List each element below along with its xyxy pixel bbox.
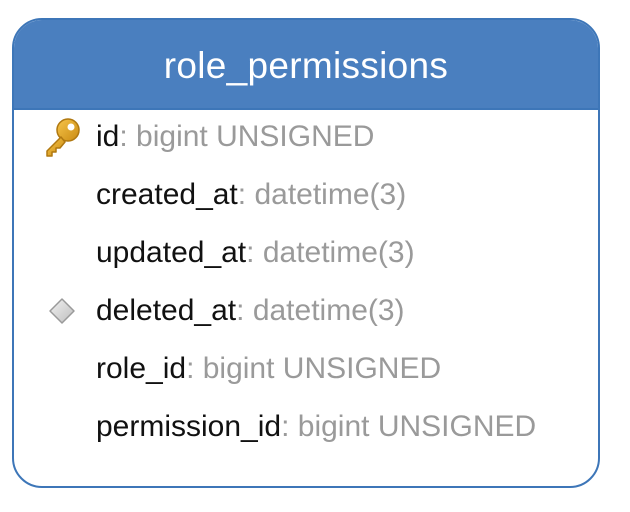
table-header[interactable]: role_permissions [14, 20, 598, 110]
field-role-id: role_id: bigint UNSIGNED [96, 352, 441, 386]
field-row-created-at[interactable]: created_at: datetime(3) [14, 166, 598, 224]
field-name: created_at [96, 178, 238, 211]
field-separator: : [186, 352, 203, 385]
field-separator: : [119, 120, 137, 153]
field-type: datetime(3) [262, 236, 415, 269]
field-updated-at: updated_at: datetime(3) [96, 236, 415, 270]
field-type: datetime(3) [254, 178, 407, 211]
field-name: deleted_at [96, 294, 237, 327]
field-created-at: created_at: datetime(3) [96, 178, 406, 212]
field-name: role_id [96, 352, 187, 385]
entity-table[interactable]: role_permissions id: bigint UNSIGNED cre… [12, 18, 600, 488]
field-id: id: bigint UNSIGNED [96, 120, 374, 154]
field-separator: : [237, 178, 255, 211]
field-permission-id: permission_id: bigint UNSIGNED [96, 410, 536, 444]
field-type: bigint UNSIGNED [202, 352, 442, 385]
field-separator: : [246, 236, 263, 269]
diamond-icon [38, 282, 86, 340]
field-type: bigint UNSIGNED [136, 120, 375, 153]
table-title: role_permissions [163, 45, 449, 86]
field-row-deleted-at[interactable]: deleted_at: datetime(3) [14, 282, 598, 340]
field-row-id[interactable]: id: bigint UNSIGNED [14, 108, 598, 166]
field-row-permission-id[interactable]: permission_id: bigint UNSIGNED [14, 398, 598, 456]
key-icon [38, 108, 86, 166]
field-separator: : [236, 294, 253, 327]
field-type: bigint UNSIGNED [297, 410, 537, 443]
field-type: datetime(3) [252, 294, 405, 327]
field-row-role-id[interactable]: role_id: bigint UNSIGNED [14, 340, 598, 398]
field-name: permission_id [96, 410, 282, 443]
field-separator: : [281, 410, 298, 443]
field-name: updated_at [96, 236, 247, 269]
field-row-updated-at[interactable]: updated_at: datetime(3) [14, 224, 598, 282]
field-name: id [96, 120, 120, 153]
field-deleted-at: deleted_at: datetime(3) [96, 294, 405, 328]
